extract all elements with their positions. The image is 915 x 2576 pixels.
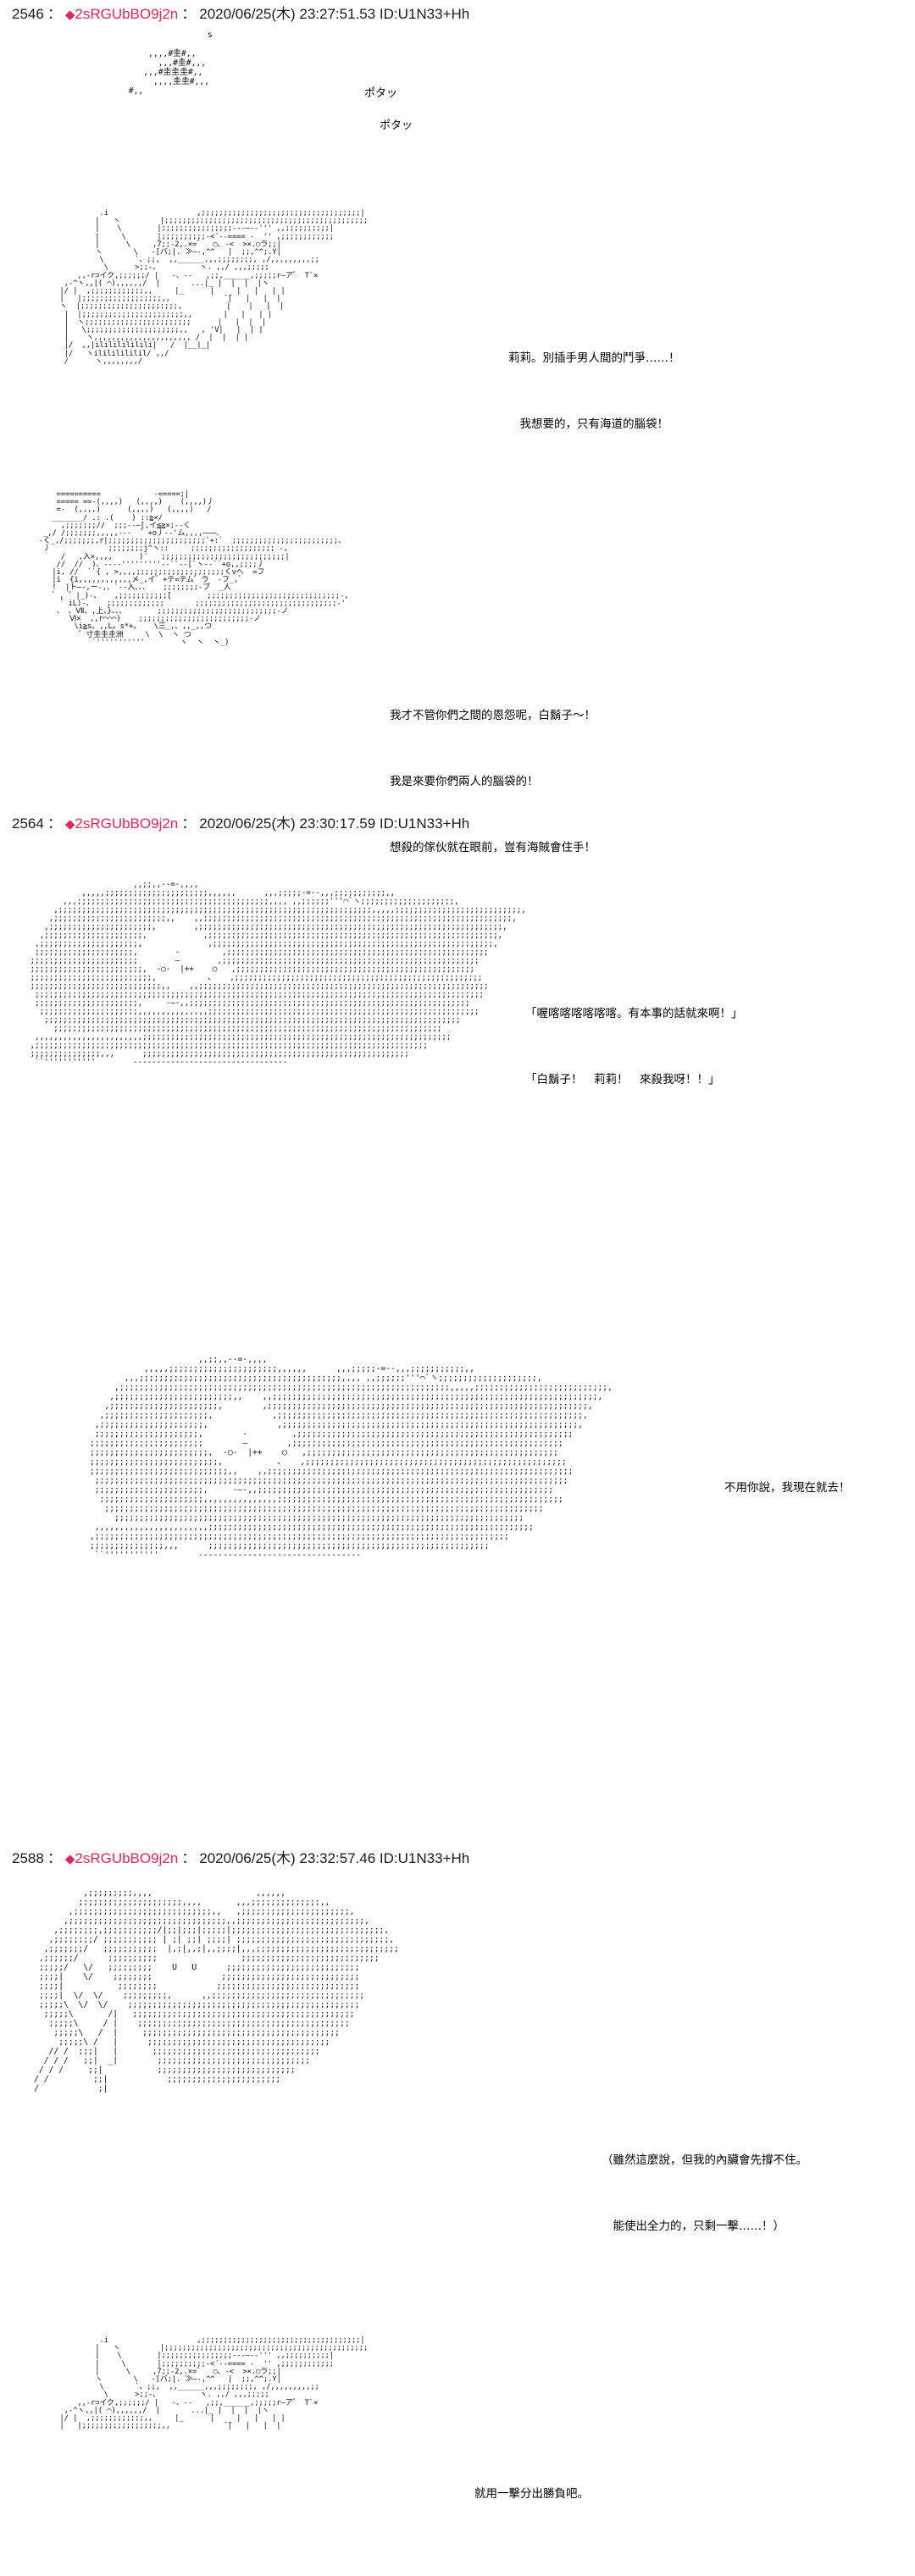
aa-art-panel-2: ========== -=====;| ===== ==-(,,,,) (,,,… — [38, 490, 349, 647]
post-meta: 2020/06/25(木) 23:30:17.59 ID:U1N33+Hh — [199, 815, 470, 832]
post-header-2564: 2564：◆2sRGUbBO9j2n：2020/06/25(木) 23:30:1… — [0, 815, 469, 834]
post-header-2546: 2546：◆2sRGUbBO9j2n：2020/06/25(木) 23:27:5… — [0, 5, 469, 25]
dialogue-line: （雖然這麼說，但我的內臟會先撐不住。 — [602, 2153, 807, 2167]
dialogue-line: 我是來要你們兩人的腦袋的！ — [390, 775, 539, 788]
dialogue-block-2: 我才不管你們之間的恩怨呢，白鬍子～！ 我是來要你們兩人的腦袋的！ 想殺的傢伙就在… — [390, 661, 596, 903]
post-tripcode[interactable]: 2sRGUbBO9j2n — [75, 1850, 179, 1866]
dialogue-line: 「白鬍子！ 莉莉！ 來殺我呀！！」 — [525, 1073, 720, 1086]
post-number: 2546 — [12, 6, 44, 22]
post-number: 2588 — [12, 1850, 44, 1866]
diamond-icon: ◆ — [64, 1852, 75, 1866]
sound-effect-2: ポタッ — [380, 119, 413, 132]
post-separator-1: ： — [47, 6, 62, 22]
post-separator-2: ： — [181, 815, 197, 832]
post-meta: 2020/06/25(木) 23:27:51.53 ID:U1N33+Hh — [199, 6, 470, 22]
aa-art-panel-5: ,;;;;;;;;;,,,, ,,,,,, ;;;;;;;;;;;;;;;;;;… — [34, 1888, 399, 2093]
diamond-icon: ◆ — [64, 817, 75, 832]
post-separator-2: ： — [181, 6, 197, 22]
dialogue-block-4: 不用你說，我現在就去！ — [724, 1433, 851, 1543]
dialogue-line: 我想要的，只有海道的腦袋！ — [508, 417, 668, 431]
aa-art-panel-1: .i ,;;;;;;;;;;;;;;;;;;;;;;;;;;;;;;;;;;;;… — [59, 209, 369, 366]
aa-art-panel-6: .i ,;;;;;;;;;;;;;;;;;;;;;;;;;;;;;;;;;;;;… — [59, 2336, 369, 2431]
dialogue-line: 想殺的傢伙就在眼前，豈有海賊會住手！ — [390, 841, 596, 854]
post-tripcode[interactable]: 2sRGUbBO9j2n — [75, 6, 179, 22]
post-separator-1: ： — [47, 1850, 62, 1866]
dialogue-line: 莉莉。別插手男人間的鬥爭……！ — [508, 351, 680, 365]
aa-art-panel-4: ,,;;,,-‐=-,,,, ,,,,,;;;;;;;;;;;;;;;;;;;;… — [89, 1355, 613, 1560]
post-tripcode[interactable]: 2sRGUbBO9j2n — [75, 815, 179, 832]
aa-art-panel-3: ,,;;,,-‐=-,,,, ,,,,,;;;;;;;;;;;;;;;;;;;;… — [30, 880, 526, 1067]
aa-art-drip: s ,,,,#圭#,, ,,,#圭#,,, ,,,#圭圭圭#,, ,,,,圭圭#… — [128, 30, 213, 96]
dialogue-line: 「喔喀喀喀喀喀喀。有本事的話就來啊！」 — [525, 1007, 743, 1020]
dialogue-block-5: （雖然這麼說，但我的內臟會先撐不住。 能使出全力的，只剩一擊……！） — [602, 2105, 807, 2281]
diamond-icon: ◆ — [64, 8, 75, 22]
dialogue-line: 不用你說，我現在就去！ — [724, 1481, 851, 1495]
dialogue-line: 我才不管你們之間的恩怨呢，白鬍子～！ — [390, 709, 596, 722]
post-meta: 2020/06/25(木) 23:32:57.46 ID:U1N33+Hh — [199, 1850, 470, 1866]
sound-effect-1: ポタッ — [364, 87, 398, 100]
dialogue-block-3: 「喔喀喀喀喀喀喀。有本事的話就來啊！」 「白鬍子！ 莉莉！ 來殺我呀！！」 — [525, 959, 743, 1135]
post-separator-1: ： — [47, 815, 62, 832]
dialogue-line: 能使出全力的，只剩一擊……！） — [602, 2219, 785, 2233]
post-header-2588: 2588：◆2sRGUbBO9j2n：2020/06/25(木) 23:32:5… — [0, 1849, 469, 1869]
dialogue-block-1: 莉莉。別插手男人間的鬥爭……！ 我想要的，只有海道的腦袋！ — [508, 303, 680, 479]
post-number: 2564 — [12, 815, 44, 832]
post-separator-2: ： — [181, 1850, 197, 1866]
dialogue-block-6: 就用一擊分出勝負吧。 — [474, 2439, 589, 2549]
dialogue-line: 就用一擊分出勝負吧。 — [474, 2487, 589, 2501]
